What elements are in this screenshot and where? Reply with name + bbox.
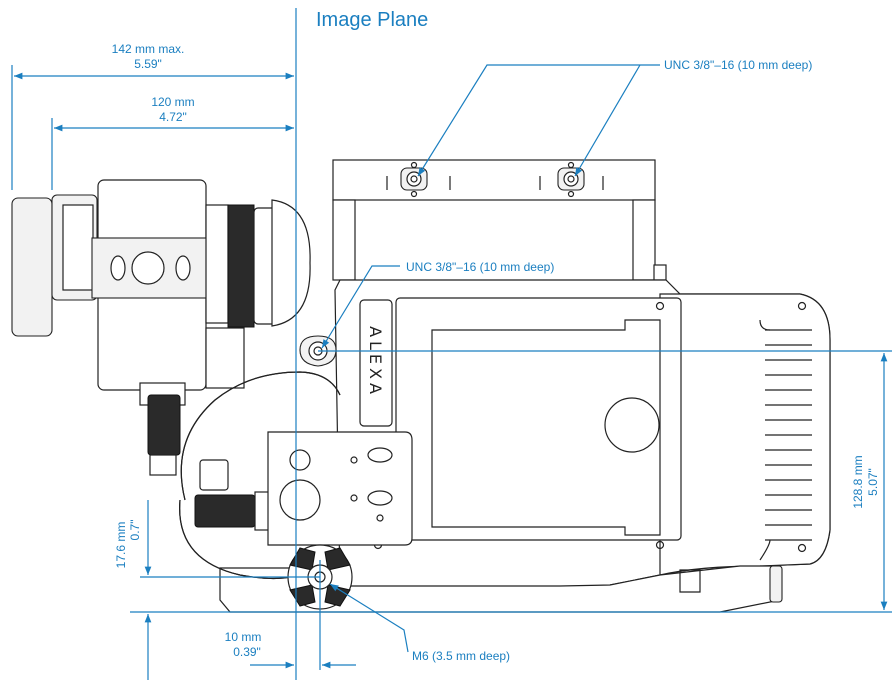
dimension-labels: Image Plane 142 mm max. 5.59" 120 mm 4.7… bbox=[112, 9, 880, 663]
bottom-thread-callout: M6 (3.5 mm deep) bbox=[412, 649, 510, 663]
main-body: ALEXA bbox=[219, 279, 831, 613]
top-thread-leader bbox=[417, 64, 660, 177]
viewfinder-length-mm: 120 mm bbox=[151, 95, 194, 109]
side-thread-callout: UNC 3/8"–16 (10 mm deep) bbox=[406, 260, 554, 274]
alexa-logo: ALEXA bbox=[366, 326, 385, 398]
top-handle bbox=[332, 159, 667, 281]
height-mm: 128.8 mm bbox=[851, 455, 865, 508]
vent-grille bbox=[759, 319, 812, 561]
image-plane-title: Image Plane bbox=[316, 9, 428, 31]
side-mount-plate bbox=[267, 431, 413, 546]
viewfinder bbox=[11, 179, 311, 406]
mount-offset-inch: 0.39" bbox=[233, 645, 261, 659]
mount-offset-mm: 10 mm bbox=[225, 630, 262, 644]
height-inch: 5.07" bbox=[866, 468, 880, 496]
viewfinder-length-inch: 4.72" bbox=[159, 110, 187, 124]
bottom-thread-leader bbox=[329, 583, 409, 653]
mount-height-inch: 0.7" bbox=[128, 520, 142, 541]
overall-length-mm: 142 mm max. bbox=[112, 42, 185, 56]
mount-height-mm: 17.6 mm bbox=[114, 522, 128, 569]
dimension-lines bbox=[11, 8, 892, 680]
top-thread-callout: UNC 3/8"–16 (10 mm deep) bbox=[664, 58, 812, 72]
camera-body-drawing: ALEXA bbox=[11, 159, 831, 613]
overall-length-inch: 5.59" bbox=[134, 57, 162, 71]
side-thread-leader bbox=[321, 265, 400, 349]
